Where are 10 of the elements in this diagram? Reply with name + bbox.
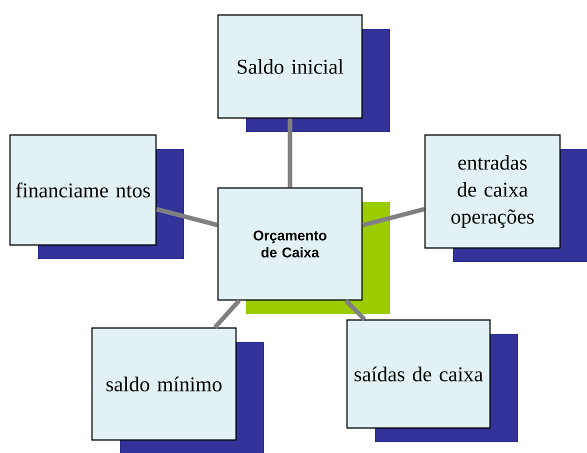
center-box: Orçamento de Caixa — [217, 187, 390, 314]
connector-line — [362, 206, 425, 228]
connector-line — [288, 118, 292, 188]
topic-box: entradas de caixa operações — [424, 134, 587, 262]
topic-box: Saldo inicial — [217, 14, 390, 132]
connector-line — [156, 206, 218, 228]
connector-line — [344, 299, 366, 321]
topic-box: saídas de caixa — [346, 319, 518, 442]
topic-box: saldo mínimo — [91, 327, 264, 453]
topic-box: financiame ntos — [9, 134, 184, 259]
